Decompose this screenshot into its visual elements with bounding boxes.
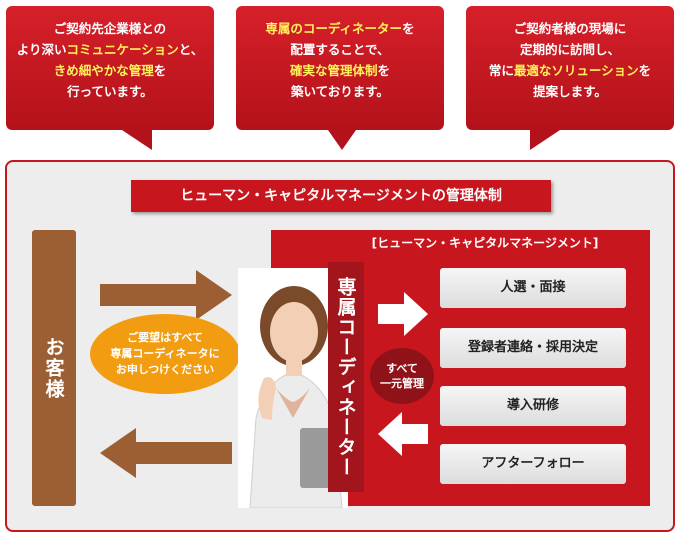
callout-line: 定期的に訪問し、 — [472, 39, 668, 60]
callout-segment: を — [638, 63, 652, 78]
callout-segment: を — [153, 63, 167, 78]
customer-box: お客様 — [32, 230, 76, 506]
request-bubble: ご要望はすべて 専属コーディネータに お申しつけください — [90, 314, 240, 394]
service-registrant-contact: 登録者連絡・採用決定 — [440, 328, 626, 368]
callout-highlight: 専属のコーディネーター — [265, 21, 403, 36]
callout-tail — [328, 130, 356, 150]
callout-line: より深いコミュニケーションと、 — [12, 39, 208, 60]
arrow-left-to-customer-icon — [100, 428, 232, 478]
bubble-line: お申しつけください — [115, 363, 215, 376]
service-selection-interview: 人選・面接 — [440, 268, 626, 308]
callout-highlight: 確実な管理体制 — [289, 63, 378, 78]
callout-segment: 築いております。 — [290, 84, 389, 99]
badge-line: 一元管理 — [380, 377, 424, 390]
badge-line: すべて — [386, 362, 418, 375]
callout-text: 専属のコーディネーターを配置することで、確実な管理体制を築いております。 — [242, 18, 438, 102]
callout-segment: を — [402, 21, 415, 36]
callout-segment: 行っています。 — [67, 84, 153, 99]
callout-solution: ご契約者様の現場に定期的に訪問し、常に最適なソリューションを提案します。 — [466, 6, 674, 150]
arrow-left-from-services-icon — [378, 412, 428, 456]
callout-segment: と、 — [178, 42, 204, 57]
service-after-follow: アフターフォロー — [440, 444, 626, 484]
callout-segment: 配置することで、 — [290, 42, 390, 57]
service-training: 導入研修 — [440, 386, 626, 426]
callout-line: 配置することで、 — [242, 39, 438, 60]
callout-highlight: きめ細やかな管理 — [53, 63, 154, 78]
callout-text: ご契約者様の現場に定期的に訪問し、常に最適なソリューションを提案します。 — [472, 18, 668, 102]
callout-line: ご契約先企業様との — [12, 18, 208, 39]
callout-segment: ご契約先企業様との — [53, 21, 167, 36]
callout-communication: ご契約先企業様とのより深いコミュニケーションと、きめ細やかな管理を行っています。 — [6, 6, 214, 150]
callout-line: 確実な管理体制を — [242, 60, 438, 81]
callout-line: 常に最適なソリューションを — [472, 60, 668, 81]
callout-line: きめ細やかな管理を — [12, 60, 208, 81]
bubble-line: 専属コーディネータに — [110, 347, 220, 360]
callout-highlight: コミュニケーション — [66, 42, 179, 57]
callout-segment: を — [377, 63, 391, 78]
callout-line: ご契約者様の現場に — [472, 18, 668, 39]
bubble-line: ご要望はすべて — [127, 331, 203, 344]
callout-tail — [530, 130, 560, 150]
callout-line: 提案します。 — [472, 81, 668, 102]
callout-line: 専属のコーディネーターを — [242, 18, 438, 39]
callout-line: 行っています。 — [12, 81, 208, 102]
coordinator-figure-icon — [249, 286, 343, 508]
callout-tail — [122, 130, 152, 150]
panel-title: ヒューマン・キャピタルマネージメントの管理体制 — [131, 180, 551, 212]
exclusive-coordinator-label: 専属コーディネーター — [328, 262, 364, 492]
callout-text: ご契約先企業様とのより深いコミュニケーションと、きめ細やかな管理を行っています。 — [12, 18, 208, 102]
unified-management-badge: すべて 一元管理 — [370, 348, 434, 404]
company-box-title: [ヒューマン・キャピタルマネージメント] — [371, 236, 599, 250]
callout-coordinator: 専属のコーディネーターを配置することで、確実な管理体制を築いております。 — [236, 6, 444, 150]
callout-line: 築いております。 — [242, 81, 438, 102]
callout-segment: ご契約者様の現場に — [513, 21, 627, 36]
arrow-right-to-company-icon — [100, 270, 232, 320]
callout-segment: 提案します。 — [533, 84, 607, 99]
callout-segment: より深い — [16, 42, 67, 57]
callout-segment: 定期的に訪問し、 — [519, 42, 620, 57]
arrow-right-to-services-icon — [378, 292, 428, 336]
callout-highlight: 最適なソリューション — [513, 63, 639, 78]
callout-segment: 常に — [488, 63, 514, 78]
